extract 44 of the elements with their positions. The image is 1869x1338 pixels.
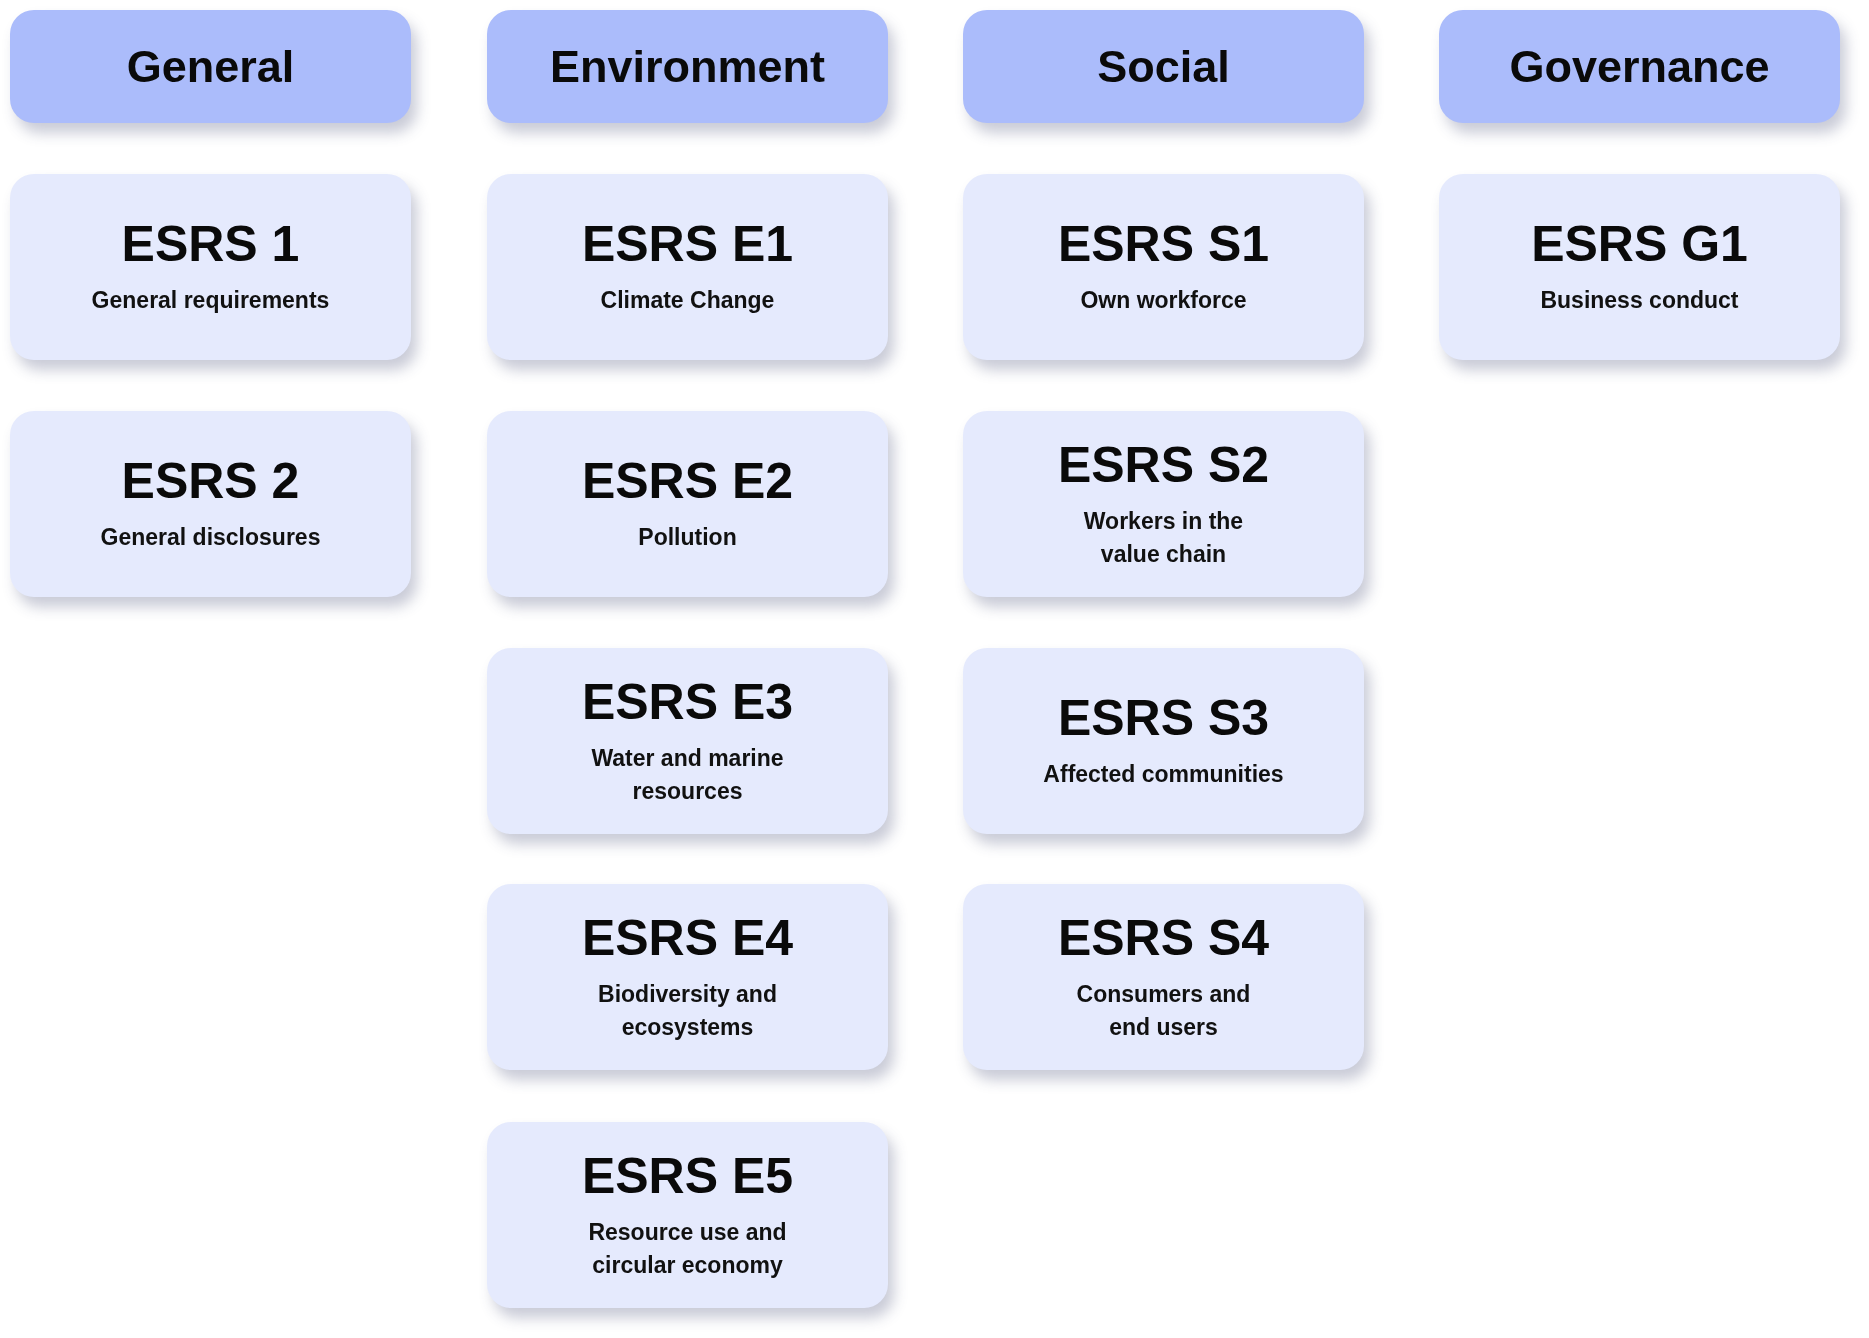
standard-card	[487, 411, 888, 597]
standard-code: ESRS 1	[121, 217, 300, 272]
category-title: General	[126, 40, 295, 93]
standard-topic: General requirements	[91, 286, 330, 315]
standard-code: ESRS S2	[1057, 437, 1270, 493]
standard-topic: Resource use and circular economy	[587, 1217, 788, 1280]
standard-code: ESRS E4	[581, 910, 794, 966]
standard-code: ESRS S3	[1057, 691, 1270, 746]
standard-topic: Consumers and end users	[1075, 979, 1252, 1042]
standard-card	[963, 174, 1364, 360]
standard-card	[10, 411, 411, 597]
standard-topic: Business conduct	[1540, 286, 1739, 315]
standard-card	[487, 884, 888, 1070]
category-header	[1439, 10, 1840, 123]
category-header	[10, 10, 411, 123]
standard-topic: Workers in the value chain	[1082, 506, 1245, 569]
standard-topic: Affected communities	[1043, 760, 1284, 789]
standard-card	[963, 411, 1364, 597]
standard-topic: General disclosures	[100, 523, 321, 552]
standard-card	[963, 648, 1364, 834]
standard-card	[487, 1122, 888, 1308]
standard-topic: Biodiversity and ecosystems	[597, 979, 778, 1042]
standard-card	[487, 648, 888, 834]
standard-code: ESRS S1	[1057, 217, 1270, 272]
standard-topic: Water and marine resources	[590, 743, 785, 806]
standard-code: ESRS E5	[581, 1148, 794, 1204]
standard-code: ESRS 2	[121, 454, 300, 509]
category-header	[963, 10, 1364, 123]
standard-card	[10, 174, 411, 360]
standard-code: ESRS E2	[581, 454, 794, 509]
standard-topic: Climate Change	[600, 286, 775, 315]
category-title: Social	[1097, 40, 1230, 93]
standard-topic: Own workforce	[1080, 286, 1247, 315]
category-header	[487, 10, 888, 123]
standard-code: ESRS E3	[581, 674, 794, 730]
standard-code: ESRS E1	[581, 217, 794, 272]
standard-code: ESRS G1	[1531, 217, 1748, 272]
standard-topic: Pollution	[638, 523, 737, 552]
standard-card	[963, 884, 1364, 1070]
category-title: Environment	[549, 40, 825, 93]
standard-card	[1439, 174, 1840, 360]
category-title: Governance	[1509, 40, 1770, 93]
standard-code: ESRS S4	[1057, 910, 1270, 966]
standard-card	[487, 174, 888, 360]
